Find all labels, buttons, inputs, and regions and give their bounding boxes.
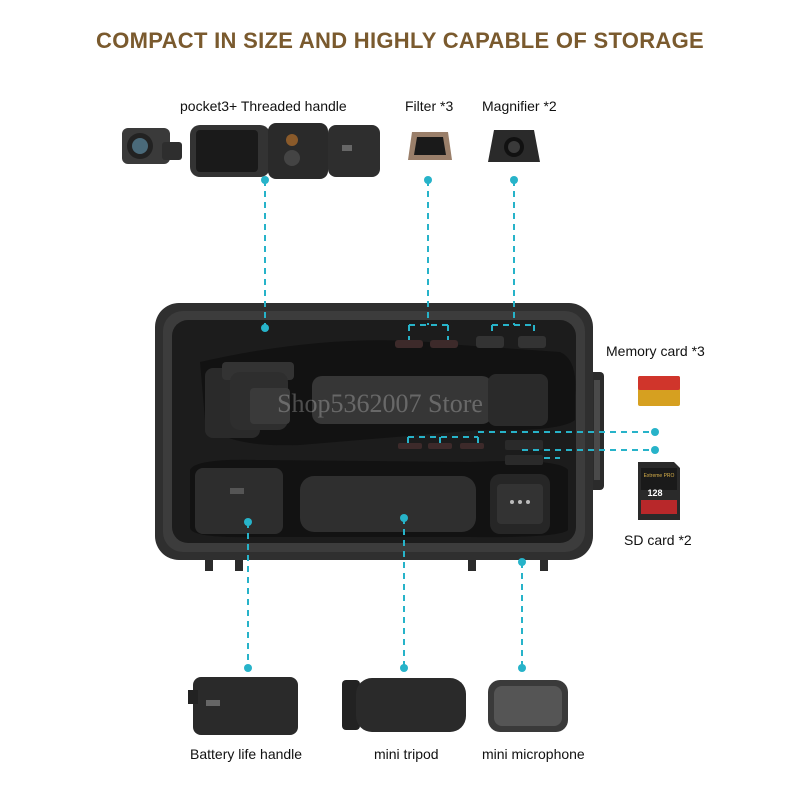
sd-card-brand: Extreme PRO xyxy=(644,473,675,479)
sd-card-capacity: 128 xyxy=(647,488,662,498)
connector-dots xyxy=(244,176,659,672)
pocket3-product xyxy=(122,123,380,179)
sd-card-product: Extreme PRO 128 xyxy=(638,462,680,520)
memory-card-product xyxy=(638,376,680,406)
label-sd-card: SD card *2 xyxy=(624,532,692,548)
label-pocket3: pocket3+ Threaded handle xyxy=(180,98,347,114)
magnifier-product xyxy=(488,130,540,162)
label-battery-handle: Battery life handle xyxy=(190,746,303,762)
gimbal-in-case xyxy=(205,362,548,438)
label-mini-microphone: mini microphone xyxy=(482,746,585,762)
headline: COMPACT IN SIZE AND HIGHLY CAPABLE OF ST… xyxy=(96,28,704,53)
battery-handle-product xyxy=(188,677,298,735)
bottom-items-in-case xyxy=(195,468,550,534)
filter-product xyxy=(408,132,452,160)
mini-tripod-product xyxy=(342,678,466,732)
label-magnifier: Magnifier *2 xyxy=(482,98,557,114)
label-memory-card: Memory card *3 xyxy=(606,343,705,359)
connector-lines xyxy=(247,180,655,668)
label-filter: Filter *3 xyxy=(405,98,454,114)
label-mini-tripod: mini tripod xyxy=(374,746,439,762)
watermark: Shop5362007 Store xyxy=(277,389,483,418)
accessory-slots xyxy=(395,336,546,465)
mini-microphone-product xyxy=(488,680,568,732)
